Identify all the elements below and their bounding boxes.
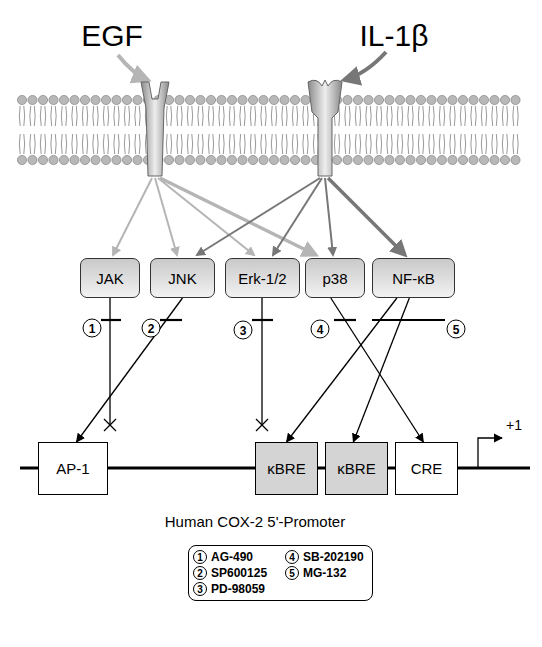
- egf-receptor: [141, 82, 169, 176]
- box-label: κBRE: [337, 460, 375, 477]
- promoter-element: CRE: [395, 442, 458, 495]
- ligand-arrow: [344, 52, 386, 80]
- box-label: JNK: [168, 270, 196, 287]
- kinase-box: JNK: [150, 258, 215, 298]
- il1-signal-arrows: [197, 178, 405, 255]
- pathway-arrow: [77, 298, 183, 442]
- callout-number: 4: [285, 550, 299, 564]
- kinase-box: p38: [305, 258, 365, 298]
- inhibitor-name: AG-490: [211, 550, 253, 564]
- blocked-lines: [104, 298, 268, 431]
- lipid-bilayer: [17, 95, 520, 164]
- callout-number: 5: [285, 566, 299, 580]
- kinase-box: JAK: [80, 258, 140, 298]
- callout-number: 5: [447, 320, 466, 339]
- box-label: CRE: [411, 460, 443, 477]
- callout-number: 3: [234, 321, 253, 340]
- promoter-element: AP-1: [38, 442, 108, 495]
- callout-number: 2: [193, 566, 207, 580]
- kinase-box: Erk-1/2: [225, 258, 300, 298]
- box-label: p38: [322, 270, 347, 287]
- inhibitor-name: SP600125: [211, 566, 267, 580]
- callout-number: 2: [142, 319, 161, 338]
- pathway-arrow: [331, 298, 424, 442]
- ligand-arrow: [118, 55, 148, 80]
- promoter-element: κBRE: [325, 442, 388, 495]
- box-label: JAK: [96, 270, 124, 287]
- transcription-start: [478, 438, 502, 467]
- box-label: Erk-1/2: [238, 270, 286, 287]
- ligand-label: IL-1β: [360, 19, 429, 53]
- callout-number: 4: [311, 320, 330, 339]
- pathway-arrow: [353, 298, 409, 442]
- box-label: NF-κB: [392, 270, 435, 287]
- ligand-label: EGF: [81, 19, 143, 53]
- pathway-arrow: [287, 298, 397, 442]
- inhibitor-name: PD-98059: [211, 582, 265, 596]
- inhibitor-name: MG-132: [303, 566, 346, 580]
- box-label: AP-1: [56, 460, 89, 477]
- box-label: κBRE: [267, 460, 305, 477]
- transcription-factor-box: NF-κB: [372, 258, 455, 298]
- promoter-element: κBRE: [255, 442, 318, 495]
- il1-receptor: [308, 80, 342, 176]
- callout-number: 3: [193, 582, 207, 596]
- start-site-label: +1: [506, 417, 522, 433]
- callout-number: 1: [83, 319, 102, 338]
- inhibitor-name: SB-202190: [303, 550, 364, 564]
- promoter-caption: Human COX-2 5'-Promoter: [165, 513, 345, 530]
- inhibitor-key-box: AG-490SP600125PD-98059 SB-202190MG-132: [188, 545, 373, 601]
- callout-number: 1: [193, 550, 207, 564]
